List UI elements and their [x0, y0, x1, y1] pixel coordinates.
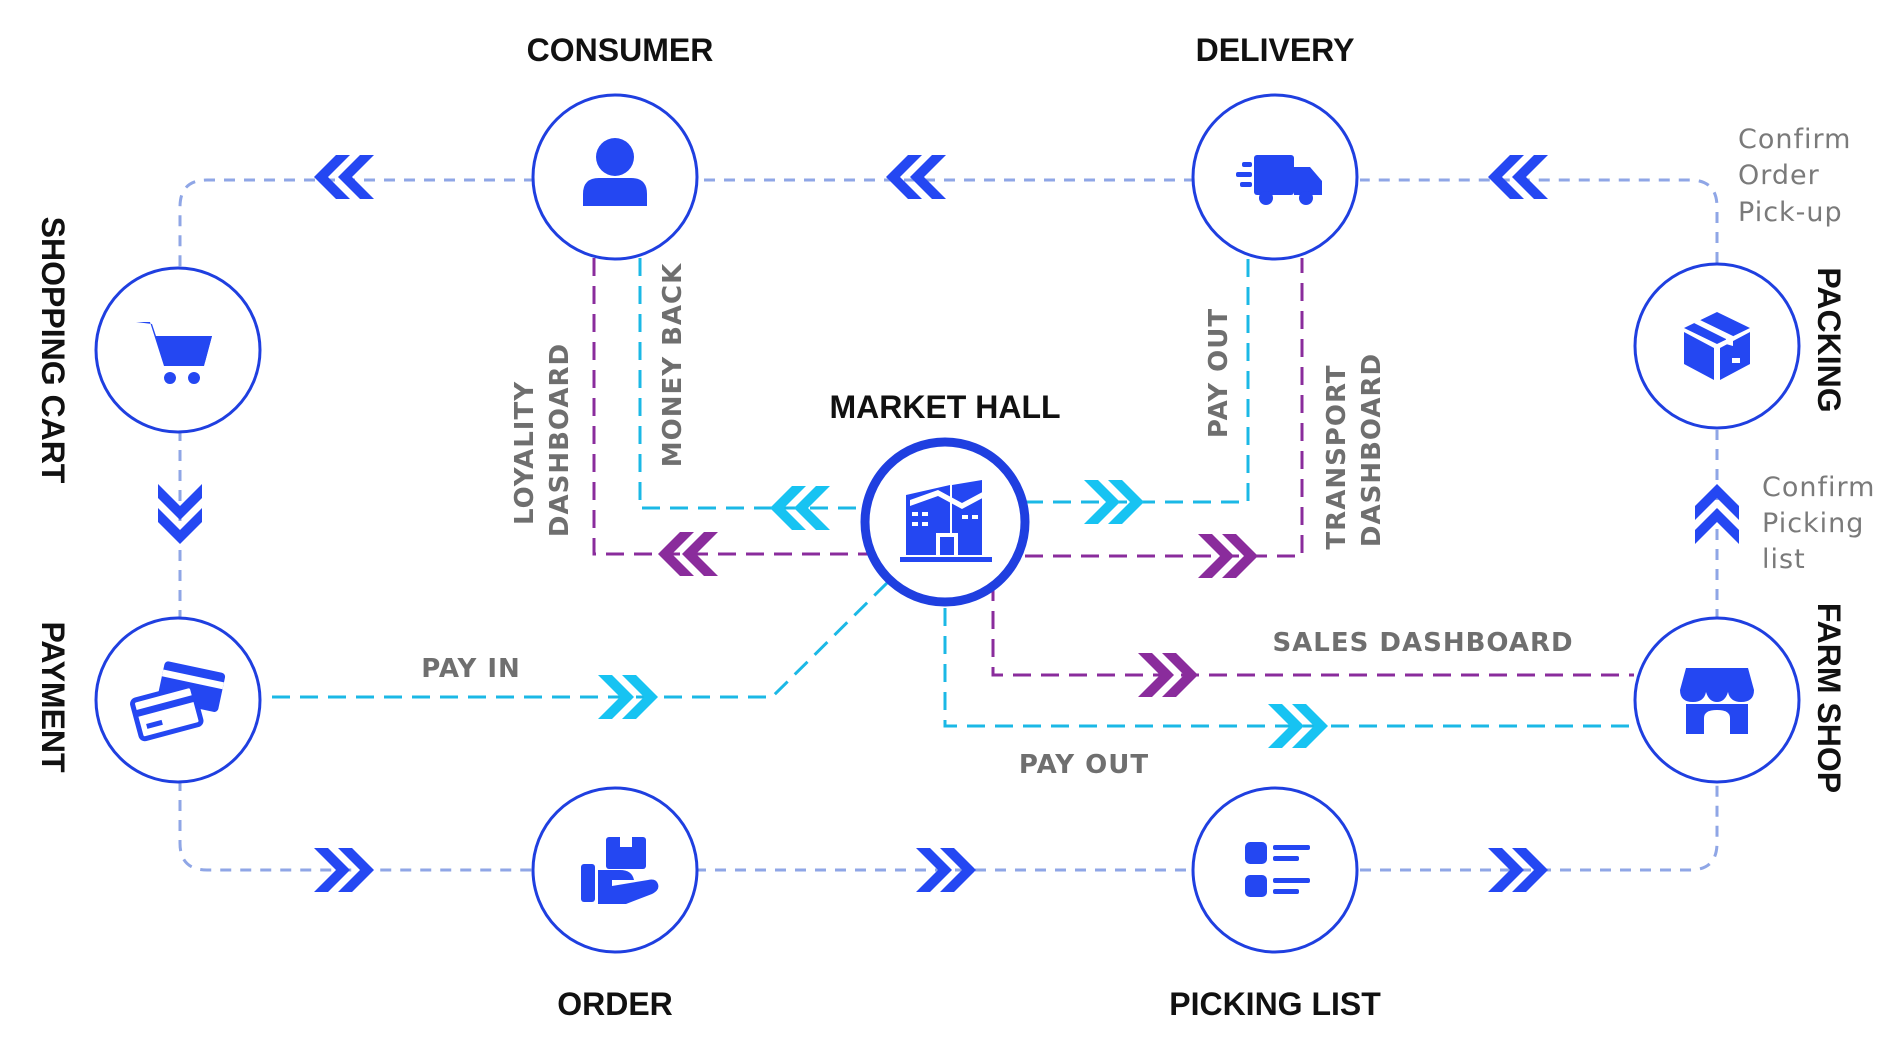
loop-payment-to-order	[178, 780, 535, 872]
loyalty-dashboard-label-line1: LOYALITY	[510, 381, 540, 525]
credit-cards-icon	[130, 661, 226, 742]
loyalty-dashboard-line	[592, 258, 870, 556]
node-packing[interactable]	[1633, 262, 1801, 430]
confirm-pickup-line1: Confirm	[1738, 124, 1851, 155]
transport-dashboard-label-line2: DASHBOARD	[1357, 353, 1387, 547]
transport-dashboard-line	[1025, 258, 1304, 558]
node-shopping-cart[interactable]	[94, 266, 262, 434]
loyalty-dashboard-label-line2: DASHBOARD	[545, 343, 575, 537]
pay-out-farm-label: PAY OUT	[1019, 750, 1149, 780]
node-order[interactable]	[531, 786, 699, 954]
node-delivery[interactable]	[1191, 93, 1359, 261]
consumer-title: CONSUMER	[527, 32, 714, 68]
chevron-right-icon	[598, 675, 658, 719]
loop-picking-to-farm	[1360, 780, 1719, 872]
storefront-icon	[1680, 668, 1754, 734]
market-hall-building-icon	[900, 480, 992, 562]
chevron-left-icon	[886, 155, 946, 199]
market-hall-title: MARKET HALL	[829, 389, 1060, 425]
confirm-pickup-line3: Pick-up	[1738, 197, 1843, 228]
order-title: ORDER	[557, 986, 673, 1022]
pay-out-delivery-label: PAY OUT	[1204, 308, 1234, 438]
sales-dashboard-line	[991, 583, 1634, 677]
loop-consumer-to-cart	[178, 178, 535, 270]
chevron-left-icon	[658, 532, 718, 576]
chevron-left-icon	[314, 155, 374, 199]
money-back-line	[638, 258, 870, 510]
chevron-right-icon	[1488, 848, 1548, 892]
pay-out-farm-line	[943, 608, 1638, 728]
node-market-hall[interactable]	[860, 437, 1030, 607]
payment-title: PAYMENT	[35, 621, 71, 773]
package-box-icon	[1684, 312, 1750, 380]
money-flow-lines	[272, 258, 1638, 728]
money-back-label: MONEY BACK	[658, 263, 688, 468]
confirm-picking-line2: Picking	[1762, 508, 1864, 539]
node-payment[interactable]	[94, 616, 262, 784]
packing-title: PACKING	[1811, 267, 1847, 412]
delivery-title: DELIVERY	[1196, 32, 1355, 68]
pay-in-line	[272, 578, 892, 699]
node-picking-list[interactable]	[1191, 786, 1359, 954]
confirm-pickup-line2: Order	[1738, 160, 1820, 191]
transport-dashboard-label-line1: TRANSPORT	[1322, 364, 1352, 549]
node-consumer[interactable]	[531, 93, 699, 261]
user-icon	[583, 138, 647, 206]
checklist-icon	[1245, 842, 1310, 897]
confirm-picking-line1: Confirm	[1762, 472, 1875, 503]
picking-list-title: PICKING LIST	[1169, 986, 1381, 1022]
chevron-left-icon	[1488, 155, 1548, 199]
farm-shop-title: FARM SHOP	[1811, 603, 1847, 793]
chevron-right-icon	[1138, 653, 1198, 697]
shopping-cart-icon	[136, 322, 212, 384]
data-flow-lines	[592, 258, 1634, 677]
node-farm-shop[interactable]	[1633, 616, 1801, 784]
pay-in-label: PAY IN	[421, 654, 521, 684]
confirm-picking-line3: list	[1762, 544, 1806, 575]
hand-package-icon	[581, 837, 659, 904]
shopping-cart-title: SHOPPING CART	[35, 217, 71, 484]
delivery-truck-icon	[1236, 155, 1322, 205]
sales-dashboard-label: SALES DASHBOARD	[1272, 628, 1573, 658]
